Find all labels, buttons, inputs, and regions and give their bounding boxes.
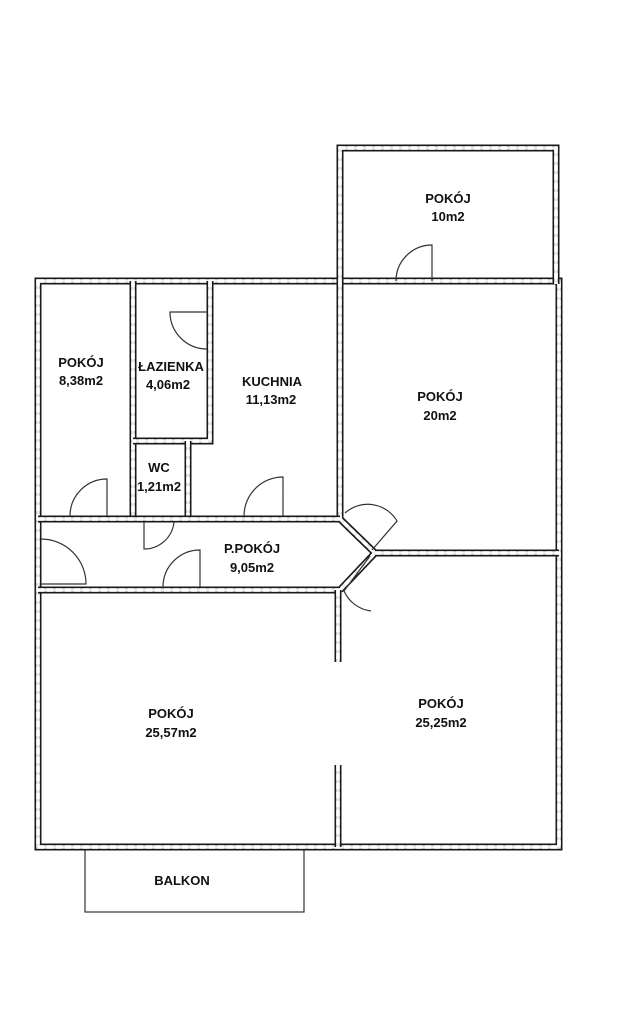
wall	[133, 281, 212, 443]
walls	[34, 144, 563, 851]
room-area: 9,05m2	[230, 560, 274, 575]
balcony	[84, 846, 305, 913]
door-room-25-25	[343, 555, 372, 612]
room-area: 11,13m2	[246, 392, 297, 407]
wall	[36, 279, 561, 849]
room-area: 10m2	[431, 209, 464, 224]
wall	[36, 279, 561, 849]
door-room-20	[344, 503, 398, 551]
wall	[34, 277, 563, 851]
door-kitchen	[243, 476, 284, 517]
room-labels: POKÓJ 10m2 POKÓJ 8,38m2 ŁAZIENKA 4,06m2 …	[58, 191, 471, 888]
room-area: 1,21m2	[137, 479, 181, 494]
doors	[40, 244, 433, 612]
wall	[338, 146, 558, 284]
room-name: P.POKÓJ	[224, 541, 280, 556]
room-area: 25,57m2	[145, 725, 196, 740]
room-name: POKÓJ	[425, 191, 471, 206]
door-wc	[143, 521, 175, 550]
room-area: 20m2	[423, 408, 456, 423]
wall	[336, 281, 380, 593]
room-name: ŁAZIENKA	[138, 359, 204, 374]
door-bathroom	[169, 311, 208, 350]
room-name: POKÓJ	[418, 696, 464, 711]
room-area: 8,38m2	[59, 373, 103, 388]
room-area: 25,25m2	[415, 715, 466, 730]
balcony-label: BALKON	[154, 873, 210, 888]
wall	[338, 281, 378, 592]
door-entrance	[40, 538, 87, 585]
door-small-room	[69, 478, 108, 517]
room-name: POKÓJ	[58, 355, 104, 370]
room-name: WC	[148, 460, 170, 475]
room-name: KUCHNIA	[242, 374, 303, 389]
room-name: POKÓJ	[148, 706, 194, 721]
room-area: 4,06m2	[146, 377, 190, 392]
room-name: POKÓJ	[417, 389, 463, 404]
door-top-room	[395, 244, 433, 282]
door-living-room	[162, 549, 201, 588]
